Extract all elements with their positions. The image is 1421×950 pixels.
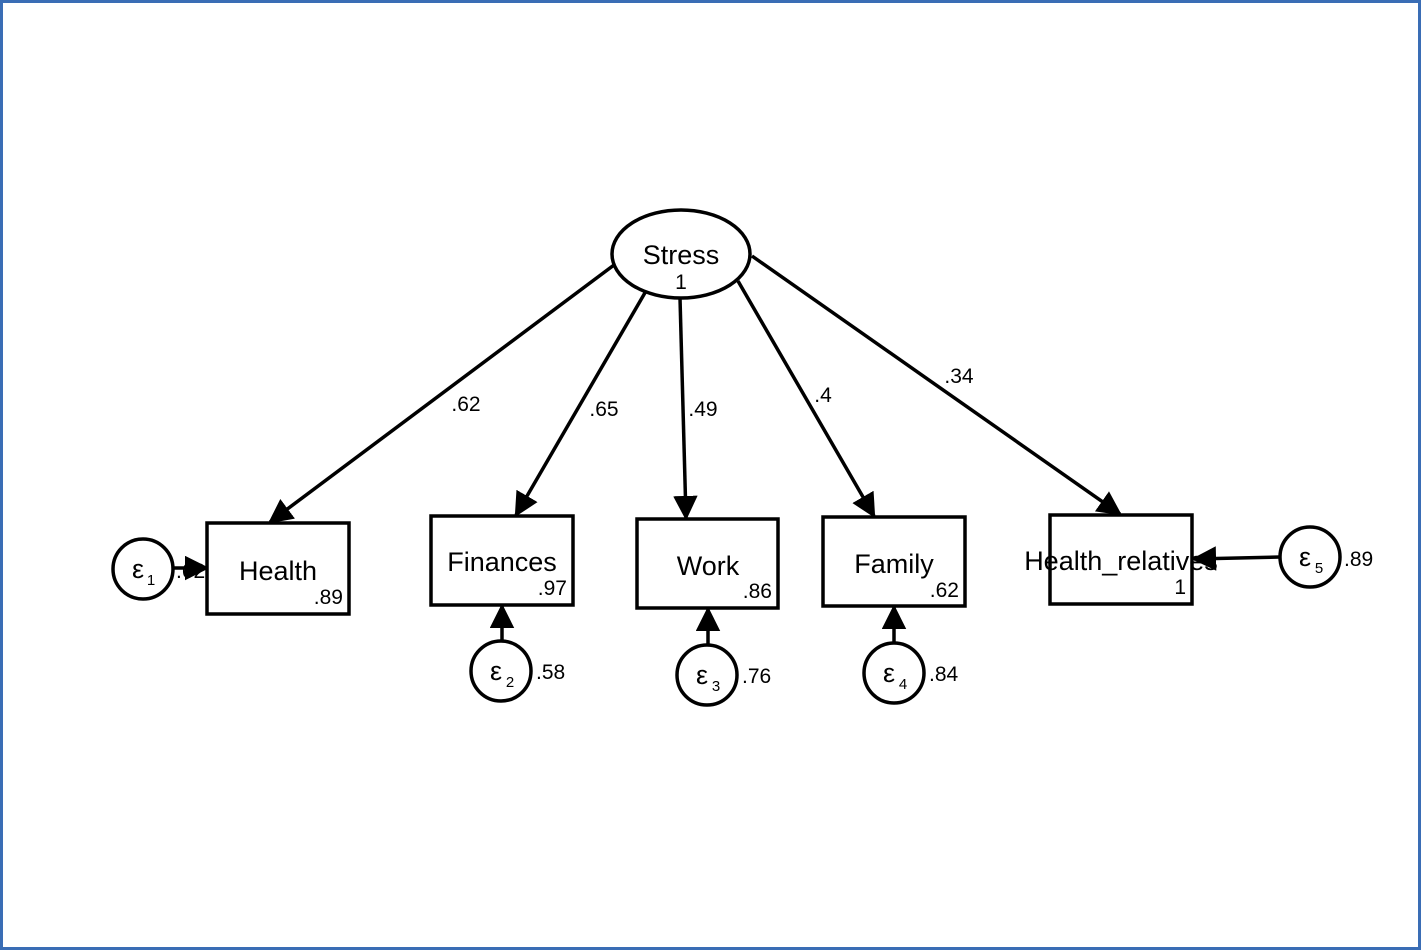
indicator-label: Health [239,556,317,586]
error-symbol: ε [1299,542,1311,572]
latent-label: Stress [643,240,720,270]
error-term-3: ε 3 .76 [675,643,771,707]
indicator-label: Health_relatives [1024,546,1218,576]
indicator-label: Finances [447,547,557,577]
error-term-5: ε 5 .89 [1278,525,1373,589]
path-stress-health-relatives [750,254,1123,516]
indicator-intercept: .89 [314,586,343,609]
latent-variance: 1 [675,271,687,294]
error-term-1: ε 1 .62 [111,537,205,601]
error-term-4: ε 4 .84 [862,641,959,705]
error-symbol: ε [132,554,144,584]
indicator-label: Family [854,549,934,579]
error-variance: .89 [1344,548,1373,571]
indicator-intercept: 1 [1174,576,1186,599]
indicator-family: Family .62 [821,515,967,608]
error-index: 1 [147,572,155,589]
loading-work: .49 [688,398,717,421]
loading-family: .4 [814,384,832,407]
error-index: 3 [712,678,720,695]
error-variance: .84 [929,663,959,686]
indicator-intercept: .86 [743,580,772,603]
path-stress-health [268,263,616,524]
error-symbol: ε [883,658,895,688]
indicator-work: Work .86 [635,517,780,610]
loading-health-relatives: .34 [944,365,974,388]
indicator-label: Work [677,551,740,581]
latent-stress: Stress 1 [610,208,752,300]
loading-finances: .65 [589,398,618,421]
path-stress-family [736,280,876,519]
error-symbol: ε [696,660,708,690]
indicator-finances: Finances .97 [429,514,575,607]
indicator-intercept: .97 [538,577,567,600]
indicator-health-relatives: Health_relatives 1 [1024,513,1218,606]
error-index: 5 [1315,560,1323,577]
error-term-2: ε 2 .58 [469,639,565,703]
error-index: 2 [506,674,514,691]
error-symbol: ε [490,656,502,686]
loading-health: .62 [451,393,480,416]
error-variance: .58 [536,661,565,684]
indicator-intercept: .62 [930,579,959,602]
path-stress-finances [514,290,648,518]
indicator-health: Health .89 [205,521,351,616]
error-variance: .76 [742,665,771,688]
path-stress-work [673,297,698,521]
error-index: 4 [899,676,907,693]
error-variance: .62 [176,560,205,583]
path-e5-health-relatives [1191,546,1281,571]
